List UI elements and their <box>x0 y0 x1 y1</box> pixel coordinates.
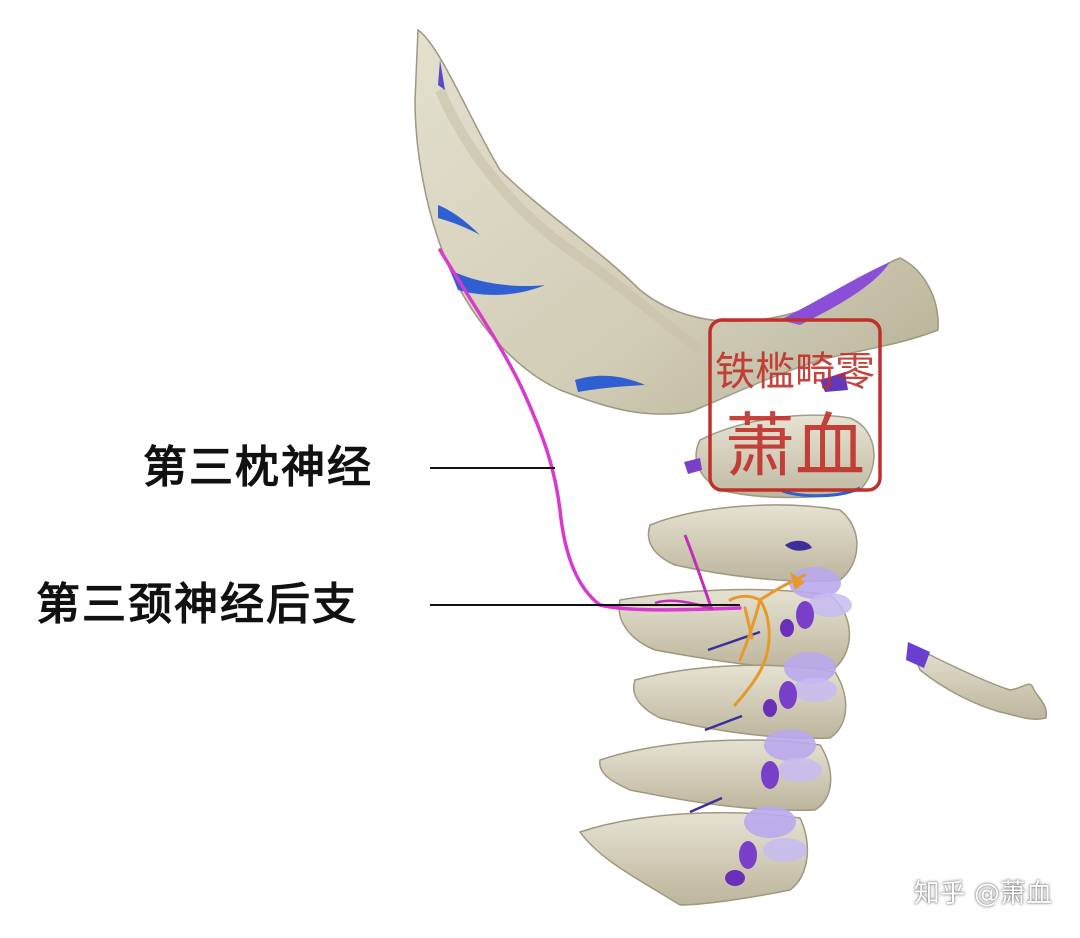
c3-dorsal-ramus <box>728 572 807 707</box>
muscle-attachment-mark <box>906 642 930 668</box>
intervertebral-disc <box>808 593 852 617</box>
intervertebral-disc <box>784 652 836 684</box>
intervertebral-disc <box>763 838 807 862</box>
intervertebral-disc <box>778 758 822 782</box>
nerve-branch <box>654 599 711 610</box>
seal-stamp: 铁槛畸零 萧血 <box>708 318 882 492</box>
occipital-bone <box>414 28 939 415</box>
facet-mark <box>725 870 745 886</box>
facet-mark <box>684 458 702 474</box>
intervertebral-disc <box>744 806 796 838</box>
facet-mark <box>763 699 777 717</box>
facet-mark <box>739 841 757 869</box>
muscle-attachment-mark <box>450 270 545 295</box>
muscle-attachment-mark <box>780 262 890 325</box>
muscle-attachment-mark <box>820 372 848 392</box>
seal-line-1: 铁槛畸零 <box>715 349 875 395</box>
cervical-spine <box>578 414 875 906</box>
facet-mark <box>761 761 779 789</box>
facet-mark <box>779 681 797 709</box>
label-c3-dorsal-ramus: 第三颈神经后支 <box>36 579 358 630</box>
seal-line-2: 萧血 <box>725 405 865 487</box>
watermark: 知乎 @萧血 <box>913 879 1052 909</box>
facet-mark <box>796 601 814 629</box>
muscle-attachment-mark <box>438 60 445 90</box>
intervertebral-disc <box>764 729 816 761</box>
facet-mark <box>780 619 794 637</box>
facet-mark <box>785 540 812 551</box>
intervertebral-disc <box>793 678 837 702</box>
muscle-attachment-mark <box>575 375 645 392</box>
label-third-occipital-nerve: 第三枕神经 <box>143 442 373 493</box>
third-occipital-nerve <box>438 248 742 612</box>
hyoid-fragment <box>906 642 1048 720</box>
muscle-attachment-mark <box>438 205 480 235</box>
